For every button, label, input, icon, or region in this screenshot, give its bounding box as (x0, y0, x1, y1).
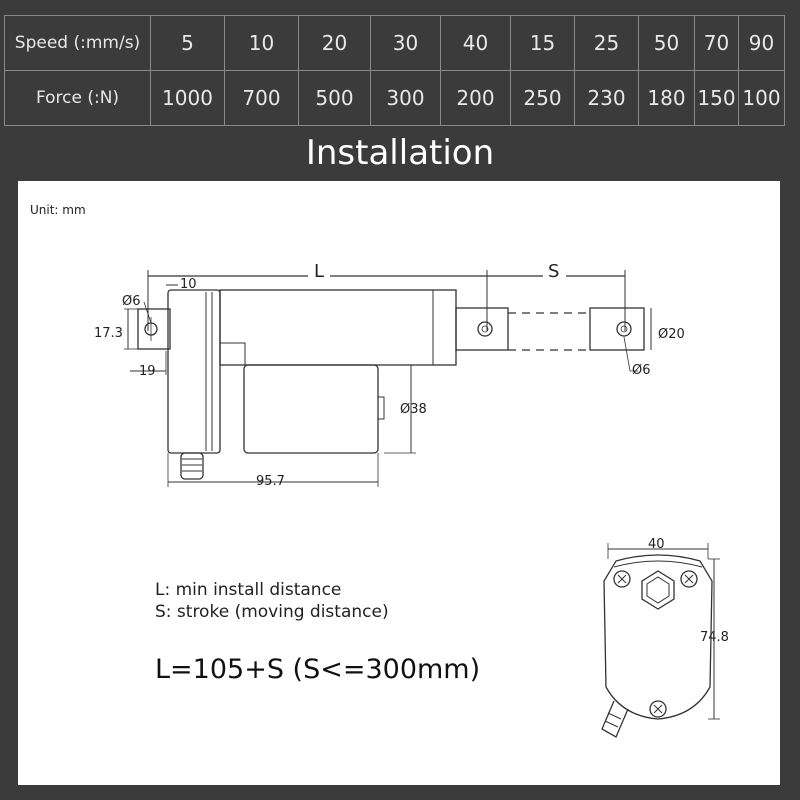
legend: L: min install distance S: stroke (movin… (155, 579, 389, 623)
legend-line-s: S: stroke (moving distance) (155, 602, 389, 622)
force-cell: 100 (738, 70, 785, 126)
dim-74-8-label: 74.8 (700, 630, 729, 645)
force-cell: 150 (694, 70, 739, 126)
dim-17-3-label: 17.3 (94, 326, 123, 341)
speed-cell: 10 (224, 15, 299, 71)
speed-cell: 20 (298, 15, 371, 71)
dim-10-label: 10 (180, 277, 197, 292)
force-cell: 700 (224, 70, 299, 126)
dim-40-label: 40 (648, 537, 665, 552)
speed-row: Speed (:mm/s) 5 10 20 30 40 15 25 50 70 … (4, 15, 785, 71)
install-formula: L=105+S (S<=300mm) (155, 654, 481, 685)
force-cell: 230 (574, 70, 639, 126)
end-screw-left (613, 570, 631, 588)
force-cell: 180 (638, 70, 695, 126)
unit-label: Unit: mm (30, 203, 86, 217)
force-cell: 1000 (150, 70, 225, 126)
dim-19-label: 19 (139, 364, 156, 379)
end-screw-right (680, 570, 698, 588)
end-hex-boss (641, 570, 675, 610)
inner-rod-left (455, 307, 509, 351)
speed-cell: 50 (638, 15, 695, 71)
speed-cell: 15 (510, 15, 575, 71)
outer-tube (219, 289, 457, 366)
speed-cell: 5 (150, 15, 225, 71)
end-screw-bottom (649, 700, 667, 718)
force-cell: 200 (440, 70, 511, 126)
dim-dia6-right-label: Ø6 (632, 363, 651, 378)
force-cell: 500 (298, 70, 371, 126)
speed-cell: 40 (440, 15, 511, 71)
dim-L-label: L (314, 261, 325, 282)
speed-cell: 30 (370, 15, 441, 71)
rod-end-hole-retracted (477, 321, 493, 337)
force-cell: 250 (510, 70, 575, 126)
force-label: Force (:N) (4, 70, 151, 126)
rear-clevis (137, 308, 171, 350)
speed-cell: 25 (574, 15, 639, 71)
rod-end-hole-extended (616, 321, 632, 337)
speed-cell: 90 (738, 15, 785, 71)
end-view-outline (603, 554, 713, 720)
dim-dia38-label: Ø38 (400, 402, 427, 417)
force-cell: 300 (370, 70, 441, 126)
legend-line-l: L: min install distance (155, 580, 342, 600)
dim-95-7-label: 95.7 (256, 474, 285, 489)
speed-label: Speed (:mm/s) (4, 15, 151, 71)
force-row: Force (:N) 1000 700 500 300 200 250 230 … (4, 70, 785, 126)
dim-S-label: S (548, 261, 560, 282)
actuator-drawing (124, 270, 720, 738)
dim-dia20-label: Ø20 (658, 327, 685, 342)
inner-rod-right (589, 307, 645, 351)
end-cable (601, 700, 629, 738)
cable-gland (180, 452, 204, 480)
section-title: Installation (305, 133, 495, 173)
speed-cell: 70 (694, 15, 739, 71)
dim-dia6-left-label: Ø6 (122, 294, 141, 309)
motor-body (243, 364, 379, 454)
installation-drawing-panel: Unit: mm L S 10 Ø6 17.3 19 Ø20 Ø6 Ø38 95… (18, 181, 780, 785)
spec-table: Speed (:mm/s) 5 10 20 30 40 15 25 50 70 … (4, 15, 785, 126)
